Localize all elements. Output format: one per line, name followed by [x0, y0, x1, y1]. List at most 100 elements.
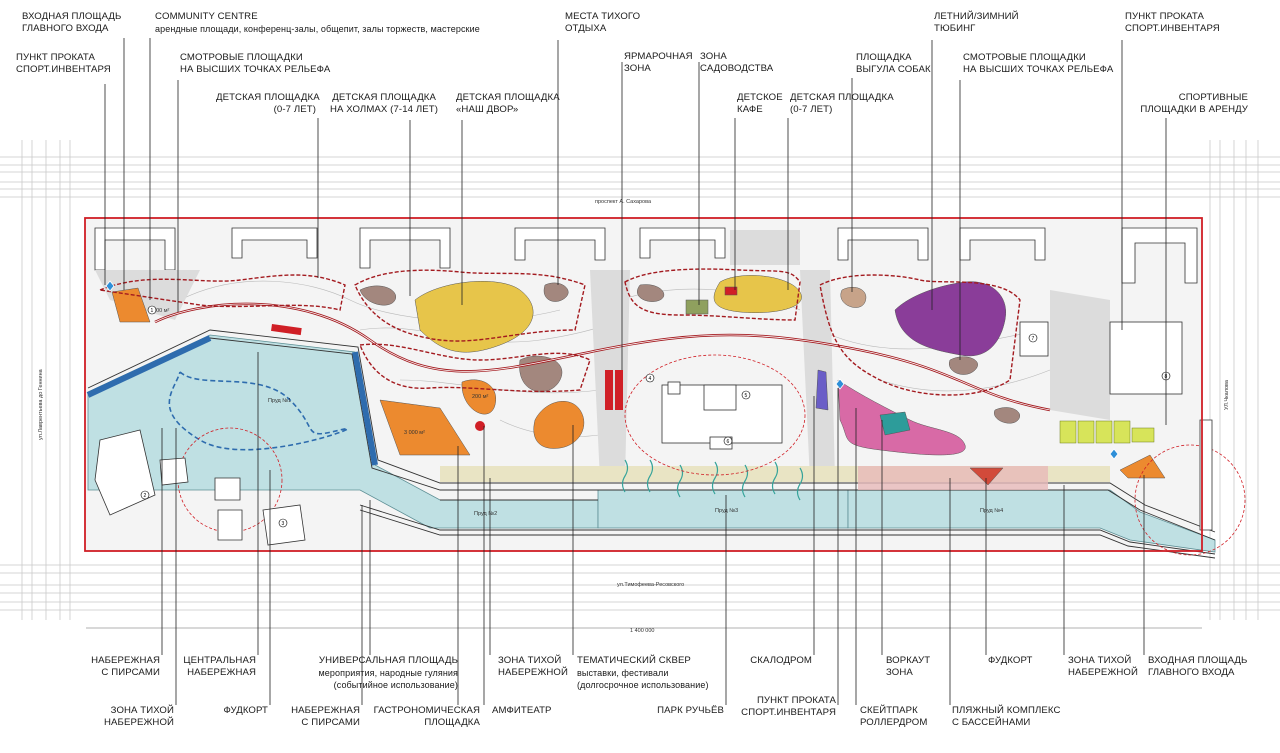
- svg-text:7: 7: [1032, 336, 1035, 342]
- label-community-centre: COMMUNITY CENTRE арендные площади, конфе…: [155, 11, 480, 34]
- zone-taupe-6: [994, 407, 1020, 424]
- pond1-route: [168, 371, 349, 451]
- street-top: проспект А. Сахарова: [595, 199, 652, 205]
- street-bottom: ул.Тимофеева-Ресовского: [617, 582, 684, 588]
- label-kids-yard: ДЕТСКАЯ ПЛОЩАДКА«НАШ ДВОР»: [456, 92, 560, 115]
- bottom-leaders: [161, 352, 1145, 705]
- pond1-blue-edge: [86, 335, 212, 398]
- label-universal-square: УНИВЕРСАЛЬНАЯ ПЛОЩАДЬ мероприятия, народ…: [318, 655, 458, 690]
- zone-outlines: [97, 268, 1021, 396]
- info-markers: [105, 280, 1119, 460]
- zone-taupe-3: [543, 282, 569, 302]
- marker-1: 1: [147, 305, 157, 315]
- area-tag-2000: 2000 м²: [150, 308, 170, 314]
- zone-orange-amph: [533, 401, 585, 449]
- label-climbing: СКАЛОДРОМ: [750, 655, 812, 666]
- beach-pink: [858, 466, 1048, 490]
- zone-yellow-kids: [713, 275, 802, 313]
- label-kids-0-7-left: ДЕТСКАЯ ПЛОЩАДКА(0-7 ЛЕТ): [216, 92, 320, 115]
- pond1-blue-edge-right: [352, 351, 378, 466]
- svg-text:4: 4: [649, 376, 652, 382]
- pond-2-label: Пруд №2: [474, 511, 497, 517]
- pond-3-label: Пруд №3: [715, 508, 738, 514]
- sport-courts: [1059, 420, 1155, 444]
- svg-text:6: 6: [727, 439, 730, 445]
- top-leaders: [104, 38, 1167, 425]
- svg-text:1: 1: [151, 308, 154, 314]
- theme-square: [661, 381, 783, 450]
- zone-teal: [879, 411, 911, 436]
- zone-orange-right: [1119, 454, 1166, 479]
- marker-2: 2: [140, 490, 150, 500]
- label-theme-square: ТЕМАТИЧЕСКИЙ СКВЕР выставки, фестивали (…: [577, 655, 709, 690]
- theme-dashed-ring: [624, 354, 806, 476]
- scale-label: 1 400 000: [630, 628, 654, 634]
- streams: [621, 459, 804, 501]
- zone-orange-entry: [111, 287, 151, 323]
- main-path-inner: [154, 303, 1051, 411]
- street-left: ул.Лаврентьева до Геннина: [38, 368, 44, 440]
- label-foodcourt-left: ФУДКОРТ: [223, 705, 268, 716]
- pond-4-label: Пруд №4: [980, 508, 1003, 514]
- area-tag-200: 200 м²: [472, 394, 488, 400]
- zone-yellow-hills: [414, 281, 534, 353]
- label-streams-park: ПАРК РУЧЬЁВ: [657, 705, 724, 716]
- label-amphitheatre: АМФИТЕАТР: [492, 705, 552, 716]
- numbered-markers: 1 2 3 4 5 6 7 8: [140, 305, 1171, 528]
- right-buildings: [1019, 321, 1213, 531]
- canal-edge-lines: [87, 329, 1216, 559]
- right-dashed-ring: [1134, 444, 1246, 556]
- zone-taupe-1: [359, 285, 396, 306]
- marker-4: 4: [645, 373, 655, 383]
- street-right: УЛ.Чкалова: [1224, 379, 1230, 410]
- area-tag-3000: 3 000 м²: [404, 430, 425, 436]
- marker-7: 7: [1028, 333, 1038, 343]
- svg-text:2: 2: [144, 493, 147, 499]
- zone-taupe-5: [948, 356, 978, 375]
- zone-garden: [685, 299, 709, 315]
- zone-cafe: [724, 286, 738, 296]
- zone-fills: [111, 275, 1166, 486]
- zone-red-foodcourt: [969, 467, 1004, 486]
- zone-blue-climb: [815, 369, 829, 411]
- marker-6: 6: [723, 436, 733, 446]
- label-kids-0-7-right: ДЕТСКАЯ ПЛОЩАДКА(0-7 ЛЕТ): [790, 92, 894, 115]
- svg-text:5: 5: [745, 393, 748, 399]
- zone-purple-tubing: [894, 281, 1007, 357]
- marker-3: 3: [278, 518, 288, 528]
- street-grid: [0, 140, 1280, 629]
- red-features: [271, 324, 623, 431]
- site-boundary: [84, 217, 1203, 552]
- pond-1-label: Пруд №1: [268, 398, 291, 404]
- marker-5: 5: [741, 390, 751, 400]
- label-foodcourt-right: ФУДКОРТ: [988, 655, 1033, 666]
- community-block: [94, 429, 306, 546]
- zone-taupe-4: [637, 284, 665, 302]
